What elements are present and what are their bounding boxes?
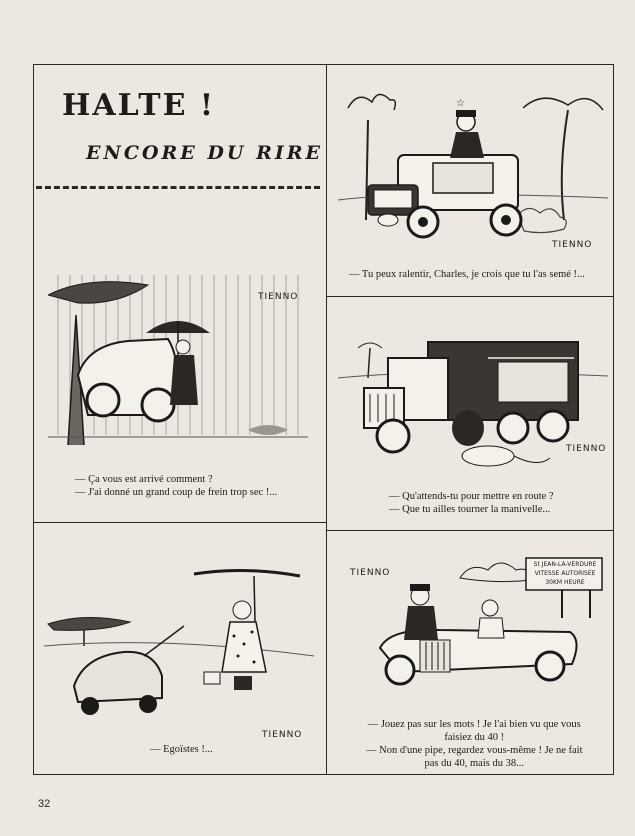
dashed-separator [36,186,320,189]
page-frame [33,64,614,775]
artist-signature: TIENNO [566,444,607,454]
cartoon-crashed-car [48,275,308,455]
cartoon-speeding-car: ☆ [338,80,608,250]
caption-line: — Non d'une pipe, regardez vous-même ! J… [366,745,583,756]
caption-line: — Que tu ailles tourner la manivelle... [389,504,551,515]
artist-signature: TIENNO [262,730,303,740]
page-title: HALTE ! [62,88,216,123]
page-subtitle: ENCORE DU RIRE [86,142,324,164]
cartoon-small-car-woman [44,566,314,726]
caption-line: — Qu'attends-tu pour mettre en route ? [389,491,554,502]
cartoon-drawing: ☆ [338,93,608,239]
row-divider [327,530,614,531]
cartoon-policeman-sign [340,548,610,708]
cartoon-drawing [378,557,603,686]
artist-signature: TIENNO [552,240,593,250]
caption-line: — J'ai donné un grand coup de frein trop… [75,487,278,498]
caption-line: — Jouez pas sur les mots ! Je l'ai bien … [367,719,581,730]
row-divider [327,296,614,297]
cartoon-drawing [48,275,308,446]
caption-line: faisiez du 40 ! [444,732,505,743]
road-sign-line: St JEAN-LA-VERDURE [533,561,597,568]
cartoon-truck-lion [338,318,608,478]
column-divider [326,64,327,775]
road-sign-line: 30KM HEURE [545,579,585,586]
caption-line: — Ça vous est arrivé comment ? [75,474,213,485]
svg-text:☆: ☆ [456,98,465,109]
caption: — Ça vous est arrivé comment ? — J'ai do… [75,473,277,499]
road-sign: St JEAN-LA-VERDURE VITESSE AUTORISÉE 30K… [528,560,602,587]
road-sign-line: VITESSE AUTORISÉE [534,570,596,577]
caption: — Egoïstes !... [150,743,213,756]
artist-signature: TIENNO [258,292,299,302]
caption-line: pas du 40, mais du 38... [424,758,524,769]
artist-signature: TIENNO [350,568,391,578]
cartoon-drawing [44,568,314,715]
page-number: 32 [38,798,51,810]
caption: — Jouez pas sur les mots ! Je l'ai bien … [366,718,582,770]
row-divider [33,522,326,523]
caption: — Tu peux ralentir, Charles, je crois qu… [349,268,585,281]
caption-line: — Tu peux ralentir, Charles, je crois qu… [349,269,585,280]
caption: — Qu'attends-tu pour mettre en route ? —… [389,490,554,516]
cartoon-drawing [338,341,608,467]
caption-line: — Egoïstes !... [150,744,213,755]
